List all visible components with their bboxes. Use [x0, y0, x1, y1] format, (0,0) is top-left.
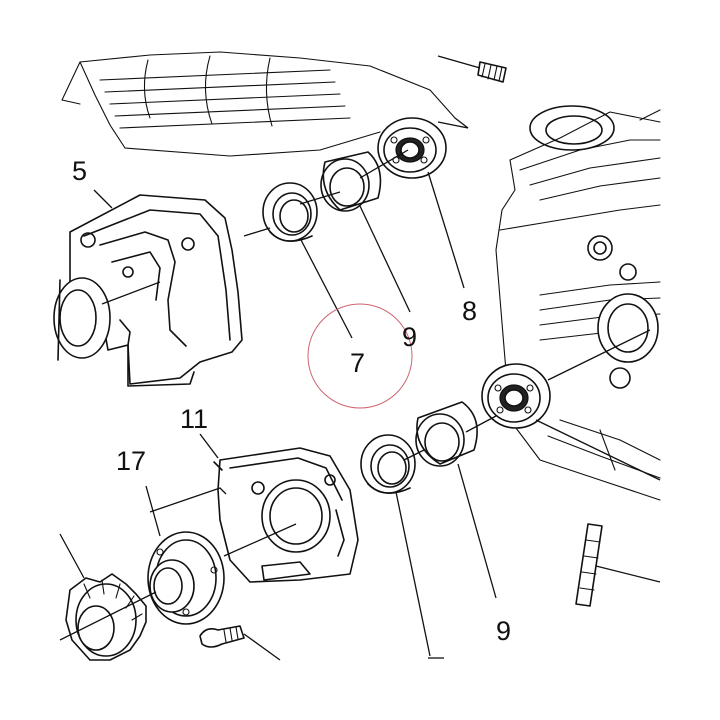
- stud-lower: [575, 523, 661, 607]
- callout-8: 8: [462, 296, 477, 326]
- part-5-housing: [53, 189, 243, 387]
- cylinder-head-upper-left: [61, 51, 456, 157]
- seal-7-upper: [262, 182, 318, 242]
- gear: [59, 533, 157, 661]
- part-17-flange: [145, 485, 225, 625]
- callout-9-upper: 9: [402, 322, 417, 352]
- engine-block-right: [495, 105, 661, 501]
- seal-7-lower: [360, 434, 416, 494]
- callout-5: 5: [72, 156, 87, 186]
- bushing-9-lower: [415, 401, 478, 467]
- callout-11: 11: [180, 404, 208, 434]
- callout-17: 17: [116, 446, 146, 476]
- highlight-circle: [307, 303, 413, 409]
- bushing-9-upper: [320, 151, 382, 212]
- callout-7: 7: [350, 348, 365, 378]
- bolt: [199, 625, 281, 661]
- stud-upper: [437, 55, 507, 83]
- callout-9-lower: 9: [496, 616, 511, 646]
- part-11-cover-plate: [149, 433, 359, 583]
- bearing-8-upper: [377, 117, 447, 179]
- bearing-lower: [481, 363, 551, 429]
